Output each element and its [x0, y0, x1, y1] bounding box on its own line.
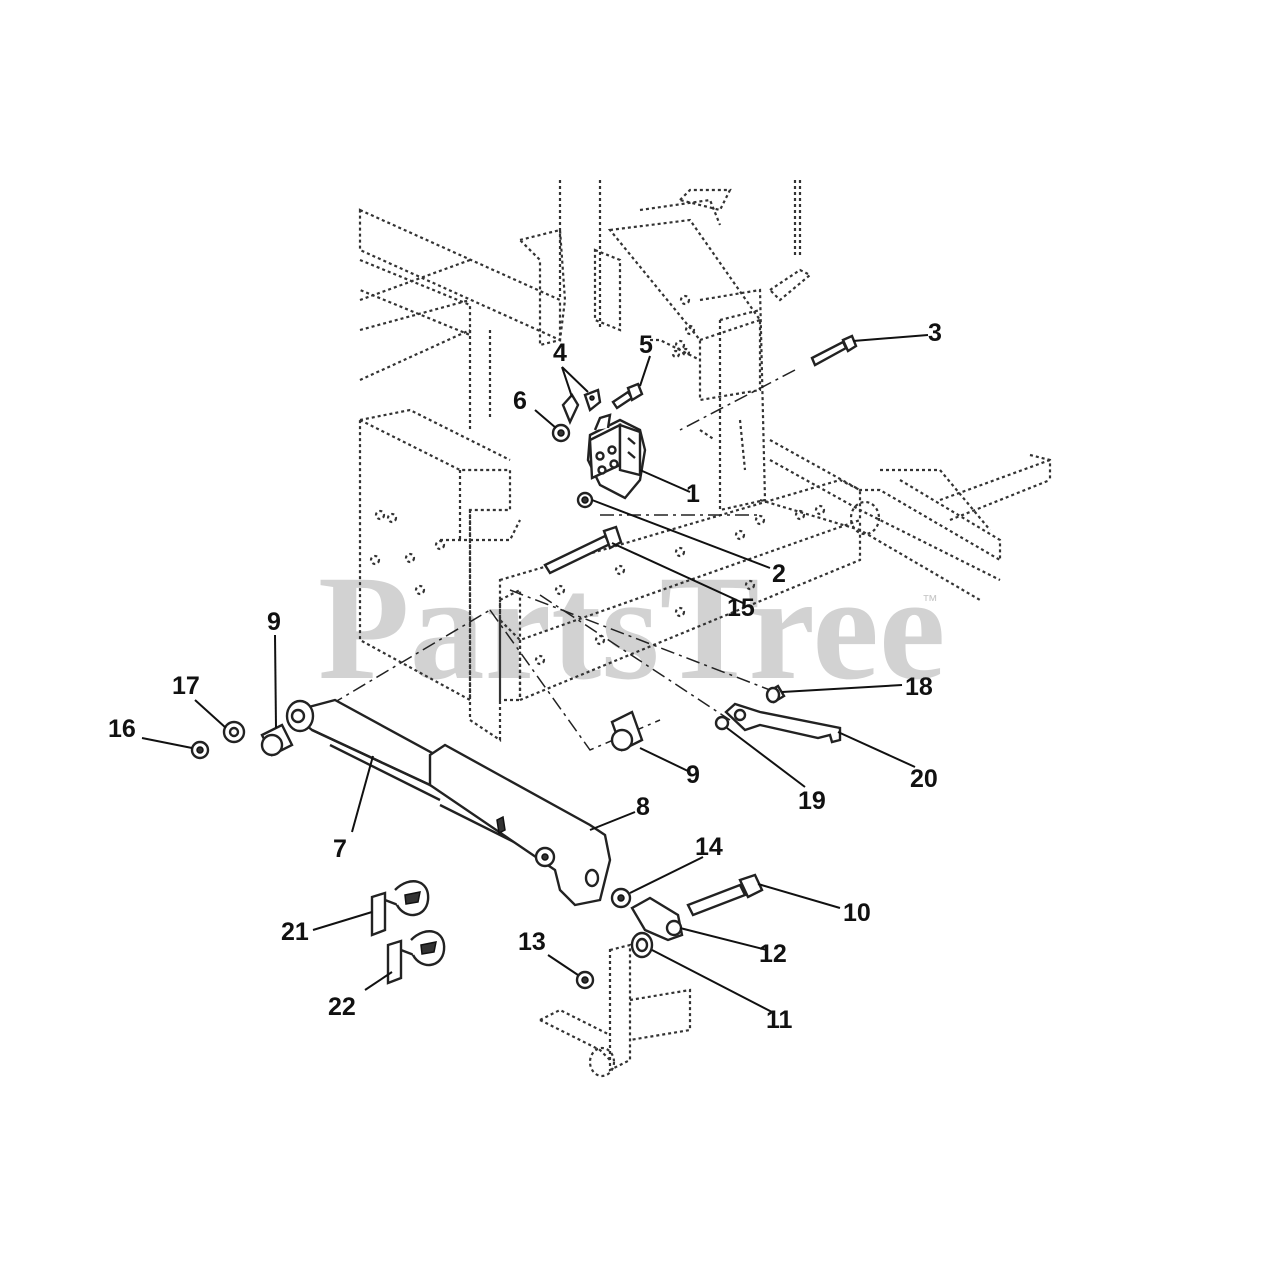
part-21-decal — [370, 880, 430, 937]
cross-member-holes — [534, 504, 826, 666]
callout-9-right: 9 — [686, 761, 700, 789]
callout-9-left: 9 — [267, 608, 281, 636]
callout-labels: 1 2 3 4 5 6 7 8 9 9 10 11 12 13 14 15 16… — [108, 319, 942, 1034]
upper-frame — [358, 180, 812, 430]
part-17-washer — [222, 720, 246, 744]
part-16-nut — [190, 740, 210, 760]
part-9-spacer-left — [260, 723, 294, 757]
callout-14: 14 — [695, 833, 723, 861]
part-8-link-arm — [428, 743, 612, 907]
callout-4: 4 — [553, 339, 567, 367]
callout-3: 3 — [928, 319, 942, 347]
callout-8: 8 — [636, 793, 650, 821]
part-5-screw — [611, 382, 644, 410]
callout-5: 5 — [639, 331, 653, 359]
callout-1: 1 — [686, 480, 700, 508]
part-19-washer — [714, 715, 730, 731]
watermark-text: PartsTree — [318, 545, 945, 711]
cross-member — [369, 294, 862, 702]
part-1-switch — [586, 413, 647, 500]
part-10-bolt — [686, 873, 764, 917]
part-9-spacer-right — [610, 710, 644, 752]
callout-6: 6 — [513, 387, 527, 415]
frame-plates — [358, 288, 767, 743]
part-14-nut — [610, 887, 632, 909]
callout-20: 20 — [910, 765, 938, 793]
callout-22: 22 — [328, 993, 356, 1021]
callout-7: 7 — [333, 835, 347, 863]
part-20-bracket — [724, 702, 842, 744]
callout-16: 16 — [108, 715, 136, 743]
part-2-nut — [576, 491, 594, 509]
part-22-decal — [386, 930, 446, 985]
callout-10: 10 — [843, 899, 871, 927]
part-6-nut — [551, 423, 571, 443]
callout-17: 17 — [172, 672, 200, 700]
part-12-rod-end — [630, 896, 684, 942]
watermark-trademark: ™ — [922, 593, 938, 610]
lower-bracket — [539, 943, 692, 1078]
callout-21: 21 — [281, 918, 309, 946]
callout-2: 2 — [772, 560, 786, 588]
callout-11: 11 — [766, 1006, 793, 1034]
part-4-clips — [561, 388, 602, 425]
callout-15: 15 — [727, 594, 755, 622]
part-13-nut — [575, 970, 595, 990]
callout-18: 18 — [905, 673, 933, 701]
part-15-long-bolt — [543, 525, 623, 575]
watermark: PartsTree ™ — [318, 545, 945, 711]
part-11-washer — [630, 931, 654, 959]
callout-13: 13 — [518, 928, 546, 956]
callout-19: 19 — [798, 787, 826, 815]
part-18-bushing — [765, 684, 786, 704]
callout-12: 12 — [759, 940, 787, 968]
plate-holes — [369, 294, 696, 596]
leader-lines — [141, 334, 929, 1013]
part-3-bolt — [810, 334, 858, 367]
